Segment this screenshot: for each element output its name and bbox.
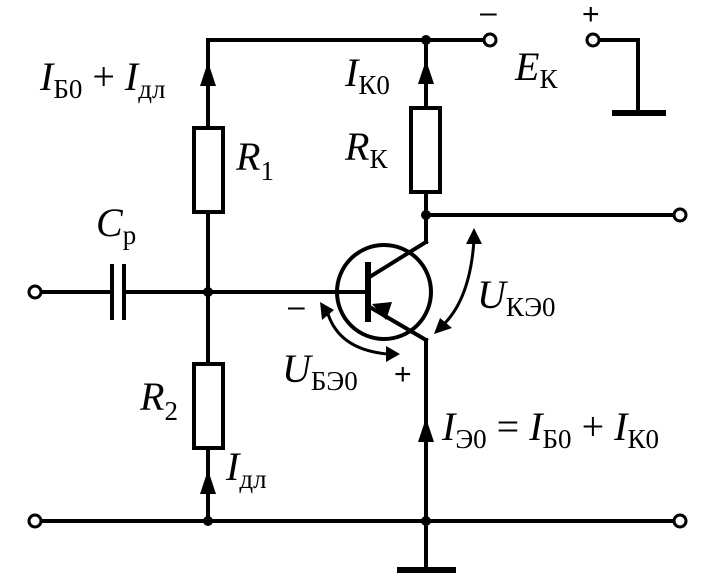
label-ik0: IК0 [344, 50, 390, 100]
supply-minus-sign: – [480, 0, 497, 29]
output-terminal [672, 207, 688, 223]
label-idl: Iдл [225, 444, 267, 494]
ube-arc-icon [320, 302, 400, 362]
current-arrow-icon [200, 470, 216, 494]
junction-node [421, 210, 431, 220]
current-arrow-icon [200, 62, 216, 86]
label-ube0: UБЭ0 [282, 346, 358, 396]
label-ek: EК [514, 44, 558, 94]
base-minus-sign: – [288, 290, 305, 323]
transistor-icon [335, 239, 433, 343]
label-r1: R1 [235, 134, 274, 186]
supply-minus-terminal [482, 32, 498, 48]
current-arrow-icon [418, 418, 434, 442]
emitter-plus-sign: + [394, 358, 412, 391]
junction-node [421, 516, 431, 526]
supply-plus-wire [596, 38, 640, 114]
output-ground-terminal [672, 513, 688, 529]
input-terminal [27, 284, 43, 300]
label-uke0: UКЭ0 [477, 272, 556, 322]
resistor-r1 [192, 126, 225, 214]
junction-node [203, 287, 213, 297]
current-arrow-icon [418, 60, 434, 84]
label-ie0-equation: IЭ0 = IБ0 + IК0 [441, 404, 659, 454]
label-cp: Cр [96, 200, 136, 250]
wires [38, 38, 677, 570]
input-ground-terminal [27, 513, 43, 529]
supply-plus-terminal [585, 32, 601, 48]
resistor-rk [409, 106, 442, 194]
emitter-arrow-icon [372, 302, 392, 320]
capacitor-cp [110, 264, 126, 320]
uke-arc-icon [434, 228, 482, 334]
label-ib0-plus-idl: IБ0 + Iдл [39, 54, 165, 104]
junction-node [421, 35, 431, 45]
resistor-r2 [192, 362, 225, 450]
supply-plus-sign: + [582, 0, 600, 31]
label-rk: RК [344, 124, 388, 174]
label-r2: R2 [139, 374, 178, 426]
junction-node [203, 516, 213, 526]
